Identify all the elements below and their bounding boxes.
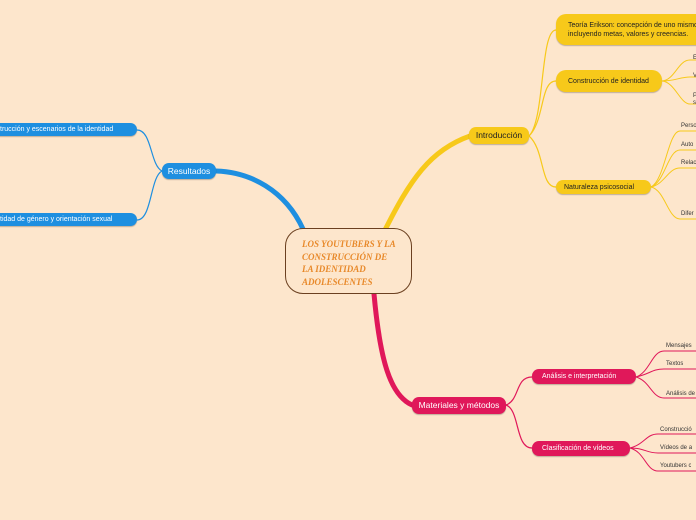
leaf-construccion-1[interactable]: E bbox=[693, 55, 696, 61]
node-resultados-construccion[interactable]: trucción y escenarios de la identidad bbox=[0, 123, 137, 136]
leaf-naturaleza-3[interactable]: Relac bbox=[681, 160, 696, 166]
node-analisis-interpretacion[interactable]: Análisis e interpretación bbox=[532, 369, 636, 384]
leaf-clasificacion-3[interactable]: Youtubers c bbox=[660, 463, 692, 469]
node-resultados[interactable]: Resultados bbox=[162, 163, 216, 179]
trunk-resultados bbox=[213, 168, 306, 232]
trunk-materiales bbox=[371, 291, 415, 408]
leaf-analisis-2[interactable]: Textos bbox=[666, 361, 684, 367]
leaf-clasificacion-1[interactable]: Construcció bbox=[660, 427, 692, 433]
node-construccion-identidad[interactable]: Construcción de identidad bbox=[556, 70, 662, 92]
leaf-construccion-4[interactable]: s bbox=[693, 100, 696, 106]
leaf-naturaleza-2[interactable]: Auto bbox=[681, 142, 694, 148]
leaf-analisis-1[interactable]: Mensajes bbox=[666, 343, 692, 349]
node-clasificacion-videos[interactable]: Clasificación de vídeos bbox=[532, 441, 630, 456]
trunk-introduccion bbox=[381, 133, 473, 235]
leaf-analisis-3[interactable]: Análisis de bbox=[666, 391, 696, 397]
leaf-construccion-3[interactable]: P bbox=[693, 93, 696, 99]
central-topic[interactable]: LOS YOUTUBERS Y LA CONSTRUCCIÓN DE LA ID… bbox=[285, 228, 412, 294]
leaf-naturaleza-1[interactable]: Perso bbox=[681, 123, 696, 129]
node-teoria-erikson[interactable]: Teoría Erikson: concepción de uno mismo,… bbox=[556, 14, 696, 45]
node-introduccion[interactable]: Introducción bbox=[469, 127, 529, 144]
leaf-naturaleza-4[interactable]: Difer bbox=[681, 211, 694, 217]
node-resultados-genero[interactable]: tidad de género y orientación sexual bbox=[0, 213, 137, 226]
node-naturaleza-psicosocial[interactable]: Naturaleza psicosocial bbox=[556, 180, 651, 194]
leaf-construccion-2[interactable]: V bbox=[693, 73, 696, 79]
node-materiales-metodos[interactable]: Materiales y métodos bbox=[412, 397, 506, 414]
leaf-clasificacion-2[interactable]: Vídeos de a bbox=[660, 445, 693, 451]
